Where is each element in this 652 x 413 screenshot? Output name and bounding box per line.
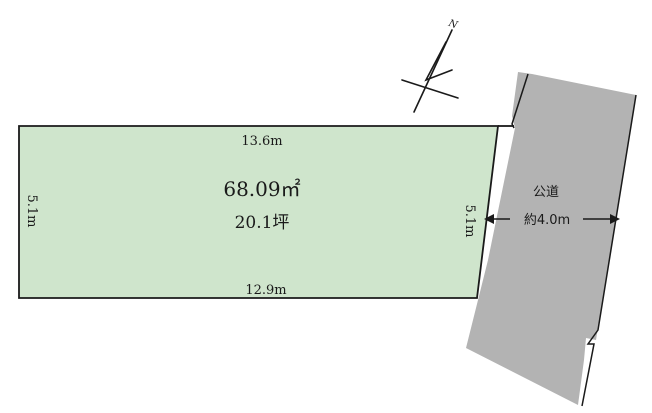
- north-arrow-icon: [401, 29, 459, 113]
- right-depth-label: 5.1m: [462, 204, 477, 237]
- left-depth-label: 5.1m: [24, 194, 39, 227]
- road-width-label: 約4.0m: [524, 213, 570, 228]
- lot-shape: [18, 125, 500, 299]
- road-width-arrow: [484, 214, 620, 224]
- lot: [18, 125, 514, 299]
- road-type-label: 公道: [533, 185, 559, 200]
- bottom-length-label: 12.9m: [245, 283, 286, 298]
- tsubo-label: 20.1坪: [235, 213, 290, 233]
- north-label: N: [446, 18, 460, 32]
- public-road: [466, 72, 637, 407]
- top-length-label: 13.6m: [241, 134, 282, 149]
- road-right-edge: [581, 94, 637, 407]
- area-label: 68.09㎡: [223, 177, 300, 201]
- road-shape: [466, 72, 636, 405]
